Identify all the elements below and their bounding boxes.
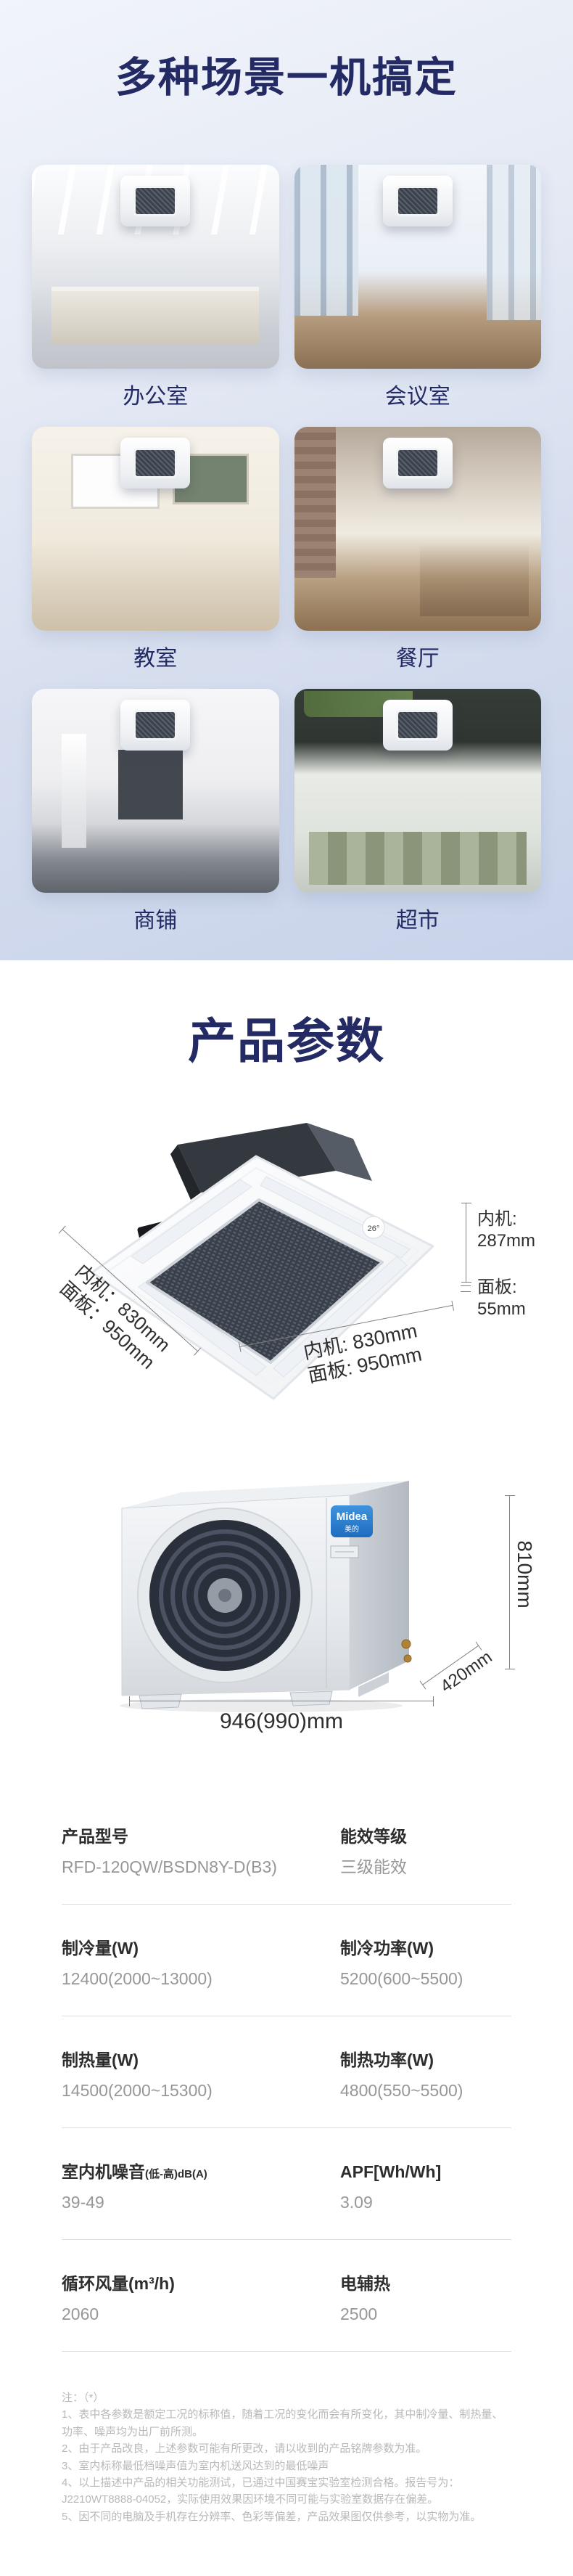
spec-label: 能效等级 [340,1827,407,1846]
spec-item-apf: APF[Wh/Wh] 3.09 [340,2161,511,2213]
panel-thickness-caption: 面板: [477,1277,517,1297]
footnotes: 注：（*） 1、表中各参数是额定工况的标称值，随着工况的变化而会有所变化，其中制… [62,2389,511,2525]
panel-thickness-dim-line [461,1285,471,1292]
footnote-4: 4、以上描述中产品的相关功能测试，已通过中国赛宝实验室检测合格。报告号为：J22… [62,2477,460,2506]
spec-item-heating-power: 制热功率(W) 4800(550~5500) [340,2049,511,2101]
page-title: 多种场景一机搞定 [115,54,458,101]
midea-logo-badge [331,1505,373,1537]
spec-value: 2060 [62,2305,99,2323]
scene-label-office: 办公室 [123,385,189,409]
spec-label: 制热量(W) [62,2050,139,2069]
footnote-5: 5、因不同的电脑及手机存在分辨率、色彩等偏差，产品效果图仅供参考，以实物为准。 [62,2510,482,2523]
spec-table: 产品型号 RFD-120QW/BSDN8Y-D(B3) 能效等级 三级能效 制冷… [62,1793,511,2352]
outdoor-unit-figure: Midea 美的 810mm 946(990)mm 420mm [0,1470,573,1793]
spec-label: APF[Wh/Wh] [340,2162,442,2181]
footnote-2: 2、由于产品改良，上述参数可能有所更改，请以收到的产品铭牌参数为准。 [62,2442,427,2456]
ceiling-ac-icon [382,700,453,751]
spec-value: RFD-120QW/BSDN8Y-D(B3) [62,1857,277,1876]
spec-value: 5200(600~5500) [340,1969,463,1988]
ac-grille-icon [395,710,440,740]
spec-row-1: 产品型号 RFD-120QW/BSDN8Y-D(B3) 能效等级 三级能效 [62,1793,511,1905]
scene-label-classroom: 教室 [133,647,178,671]
outdoor-height-dim-line [505,1495,515,1669]
spec-value: 4800(550~5500) [340,2081,463,2100]
footnote-1: 1、表中各参数是额定工况的标称值，随着工况的变化而会有所变化，其中制冷量、制热量… [62,2408,503,2438]
ac-grille-icon [395,448,440,478]
scene-photo-office [32,165,279,369]
scene-card-shop: 商铺 [32,689,279,935]
ac-grille-icon [395,186,440,216]
scene-card-classroom: 教室 [32,427,279,673]
spec-row-4: 室内机噪音(低-高)dB(A) 39-49 APF[Wh/Wh] 3.09 [62,2128,511,2240]
scene-label-meeting-room: 会议室 [384,385,450,409]
scene-card-office: 办公室 [32,165,279,411]
scene-label-shop: 商铺 [133,909,178,933]
footnote-3: 3、室内标称最低档噪声值为室内机送风达到的最低噪声 [62,2459,329,2472]
panel-thickness-value: 55mm [477,1299,526,1319]
indoor-height-label: 内机: 287mm 面板: 55mm [477,1209,535,1320]
scene-card-meeting-room: 会议室 [294,165,541,411]
spec-item-cooling-capacity: 制冷量(W) 12400(2000~13000) [62,1937,340,1990]
ceiling-ac-icon [382,438,453,488]
scene-grid: 办公室 会议室 教室 餐厅 [0,165,573,935]
ceiling-ac-icon [120,700,191,751]
scene-photo-shop [32,689,279,893]
indoor-display-temp: 26° [368,1224,380,1233]
spec-label: 制冷功率(W) [340,1939,434,1958]
scene-photo-meeting-room [294,165,541,369]
spec-item-heating-capacity: 制热量(W) 14500(2000~15300) [62,2049,340,2101]
spec-label: 电辅热 [340,2274,390,2293]
indoor-unit-illustration: 26° [91,1123,434,1400]
scene-photo-restaurant [294,427,541,631]
spec-row-5: 循环风量(m³/h) 2060 电辅热 2500 [62,2240,511,2352]
scene-photo-supermarket [294,689,541,893]
spec-value: 14500(2000~15300) [62,2081,213,2100]
spec-item-indoor-noise: 室内机噪音(低-高)dB(A) 39-49 [62,2161,340,2213]
scene-card-supermarket: 超市 [294,689,541,935]
scene-card-restaurant: 餐厅 [294,427,541,673]
indoor-height-value: 287mm [477,1231,536,1251]
spec-value: 2500 [340,2305,378,2323]
spec-row-3: 制热量(W) 14500(2000~15300) 制热功率(W) 4800(55… [62,2016,511,2128]
spec-item-model: 产品型号 RFD-120QW/BSDN8Y-D(B3) [62,1825,340,1878]
spec-item-air-circulation: 循环风量(m³/h) 2060 [62,2273,340,2325]
spec-label: 循环风量(m³/h) [62,2274,175,2293]
indoor-unit-figure: 26° 内机: 287mm 面板: 55mm 内机：830mm 面板：950mm [0,1107,573,1470]
product-parameters-section: 产品参数 [0,960,573,2576]
spec-value: 三级能效 [340,1857,407,1876]
spec-item-cooling-power: 制冷功率(W) 5200(600~5500) [340,1937,511,1990]
spec-label: 产品型号 [62,1827,128,1846]
ceiling-ac-icon [382,176,453,226]
hero-section: 多种场景一机搞定 办公室 会议室 教室 [0,0,573,960]
spec-value: 3.09 [340,2193,373,2212]
spec-label: 制冷量(W) [62,1939,139,1958]
spec-row-2: 制冷量(W) 12400(2000~13000) 制冷功率(W) 5200(60… [62,1905,511,2016]
scene-photo-classroom [32,427,279,631]
indoor-height-caption: 内机: [477,1209,517,1229]
spec-label: 室内机噪音(低-高)dB(A) [62,2162,207,2181]
ac-grille-icon [133,448,178,478]
outdoor-unit-illustration: Midea 美的 [120,1481,412,1712]
midea-logo-text: Midea [337,1510,368,1523]
scene-label-restaurant: 餐厅 [395,647,440,671]
footnote-heading: 注：（*） [62,2392,104,2404]
outdoor-width-label: 946(990)mm [219,1709,344,1733]
ac-grille-icon [133,186,178,216]
spec-value: 12400(2000~13000) [62,1969,213,1988]
spec-item-energy-rating: 能效等级 三级能效 [340,1825,511,1878]
outdoor-height-label: 810mm [514,1540,536,1608]
scene-label-supermarket: 超市 [395,909,440,933]
midea-logo-cn-text: 美的 [345,1524,359,1534]
parameters-title: 产品参数 [188,1014,385,1068]
ac-grille-icon [133,710,178,740]
ceiling-ac-icon [120,438,191,488]
spec-value: 39-49 [62,2193,104,2212]
ceiling-ac-icon [120,176,191,226]
spec-item-electric-aux-heat: 电辅热 2500 [340,2273,511,2325]
spec-label: 制热功率(W) [340,2050,434,2069]
